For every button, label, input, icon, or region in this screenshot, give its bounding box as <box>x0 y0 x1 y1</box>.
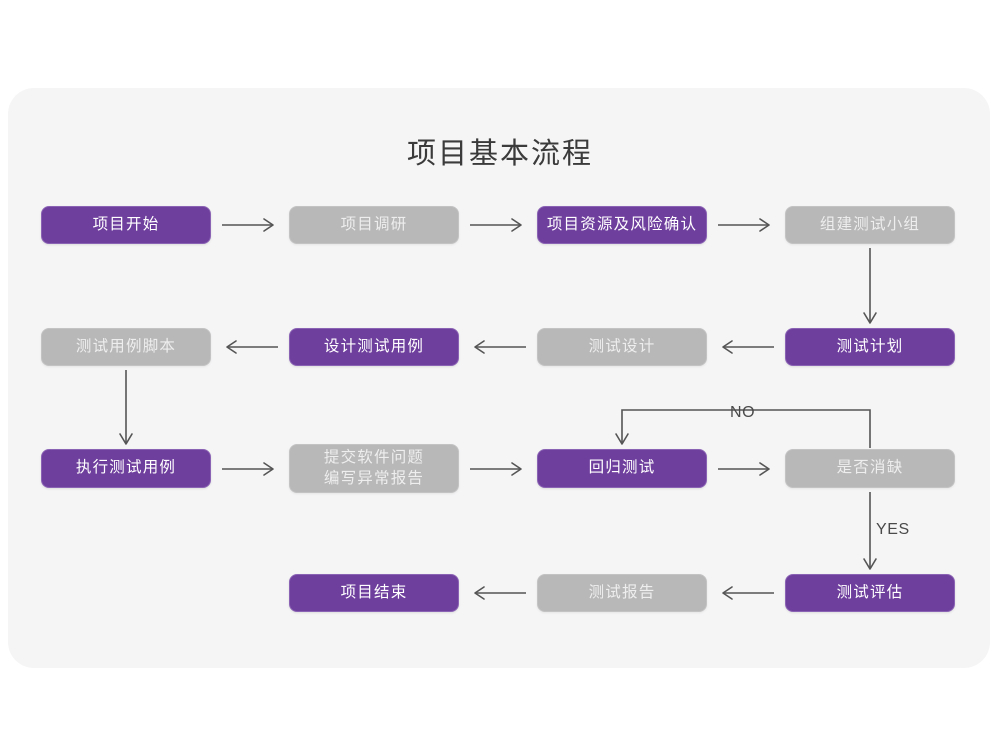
node-label: 项目结束 <box>340 583 408 601</box>
node-label: 项目调研 <box>340 215 408 233</box>
node-label: 项目资源及风险确认 <box>546 215 698 233</box>
page-title: 项目基本流程 <box>406 138 593 170</box>
node-regression-test[interactable]: 回归测试 <box>537 449 707 488</box>
node-label: 项目开始 <box>92 215 160 233</box>
node-label: 设计测试用例 <box>323 337 425 355</box>
node-label: 回归测试 <box>588 459 656 477</box>
node-execute-test-case[interactable]: 执行测试用例 <box>41 449 211 488</box>
node-label: 测试报告 <box>588 583 656 601</box>
node-test-report[interactable]: 测试报告 <box>537 574 707 612</box>
branch-label-no: NO <box>730 404 756 421</box>
node-submit-issue-report[interactable]: 提交软件问题 编写异常报告 <box>289 444 459 493</box>
node-label: 测试设计 <box>588 337 656 355</box>
node-project-end[interactable]: 项目结束 <box>289 574 459 612</box>
node-label-wrapper: 提交软件问题 编写异常报告 <box>324 448 424 490</box>
node-label: 测试用例脚本 <box>75 337 177 355</box>
node-label: 测试评估 <box>836 583 904 601</box>
node-project-start[interactable]: 项目开始 <box>41 206 211 244</box>
node-label: 提交软件问题 <box>323 448 425 466</box>
node-project-research[interactable]: 项目调研 <box>289 206 459 244</box>
node-test-evaluation[interactable]: 测试评估 <box>785 574 955 612</box>
node-label: 组建测试小组 <box>819 215 921 233</box>
node-design-test-case[interactable]: 设计测试用例 <box>289 328 459 366</box>
branch-label-yes: YES <box>876 521 910 538</box>
node-label-second-line: 编写异常报告 <box>323 469 425 487</box>
flowchart-card <box>8 88 990 668</box>
node-label: 测试计划 <box>836 337 904 355</box>
node-defect-cleared-decision[interactable]: 是否消缺 <box>785 449 955 488</box>
node-test-case-script[interactable]: 测试用例脚本 <box>41 328 211 366</box>
node-label: 执行测试用例 <box>75 459 177 477</box>
node-build-test-team[interactable]: 组建测试小组 <box>785 206 955 244</box>
node-label: 是否消缺 <box>836 459 904 477</box>
node-resource-risk-confirm[interactable]: 项目资源及风险确认 <box>537 206 707 244</box>
node-test-plan[interactable]: 测试计划 <box>785 328 955 366</box>
node-test-design[interactable]: 测试设计 <box>537 328 707 366</box>
